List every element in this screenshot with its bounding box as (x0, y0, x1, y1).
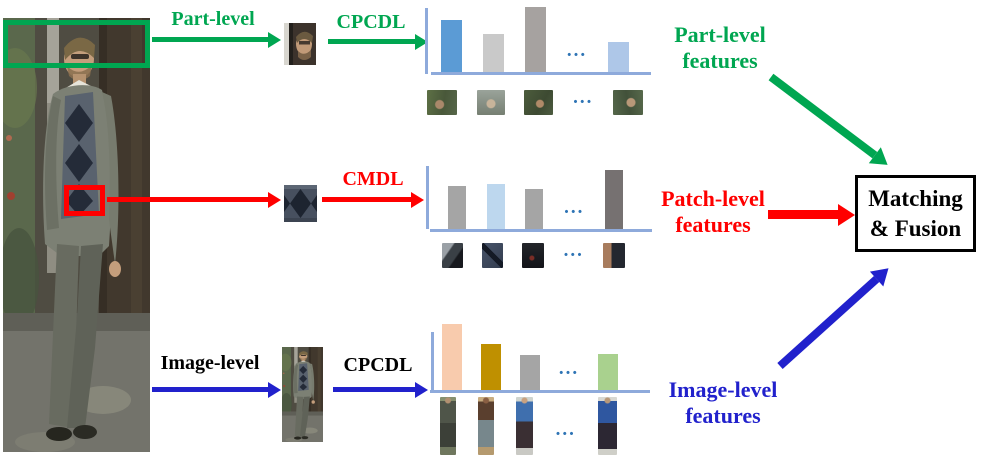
pedestrian-thumb-1 (440, 397, 456, 455)
cpcdl-label-image: CPCDL (343, 354, 413, 376)
patch-thumb-2 (482, 243, 504, 268)
head-thumb-n (613, 90, 643, 115)
image-level-arrow (152, 387, 268, 392)
part-dictionary-thumbnails: ... (427, 87, 643, 115)
ellipsis-dots: ... (566, 40, 588, 61)
image-level-histogram-bar-1 (442, 324, 462, 390)
patch-level-histogram-bar-2 (486, 183, 505, 229)
head-crop-image (284, 23, 316, 65)
patch-thumb-n (603, 243, 625, 268)
pedestrian-crop-image (282, 347, 323, 442)
patch-dictionary-thumbnails: ... (442, 240, 625, 268)
pedestrian-thumb-2 (478, 397, 495, 455)
part-chart-x-axis (431, 72, 651, 75)
head-thumb-3 (524, 90, 554, 115)
patch-chart-bars: ... (448, 168, 623, 229)
head-thumb-1 (427, 90, 457, 115)
part-features-arrow (768, 73, 878, 159)
part-level-arrow (152, 37, 268, 42)
image-level-histogram-bar-4 (598, 353, 618, 390)
image-features-label: Image-level features (668, 377, 778, 428)
patch-level-histogram-bar-4 (605, 169, 623, 229)
patch-chart-x-axis (430, 229, 652, 232)
image-dictionary-thumbnails: ... (440, 397, 617, 455)
patch-level-histogram-bar-3 (525, 188, 544, 229)
matching-fusion-box: Matching & Fusion (855, 175, 976, 252)
image-level-histogram-bar-2 (480, 343, 501, 390)
patch-thumb-1 (442, 243, 463, 268)
cpcdl-part-arrow (328, 39, 415, 44)
patch-chart-y-axis (426, 166, 429, 229)
ellipsis-dots: ... (564, 197, 585, 218)
cmdl-label: CMDL (342, 168, 404, 190)
patch-level-histogram-bar-1 (448, 186, 466, 229)
ellipsis-dots: ... (555, 419, 576, 440)
patch-features-label: Patch-level features (661, 186, 765, 237)
image-level-histogram-bar-3 (519, 355, 540, 390)
part-level-histogram-bar-2 (482, 33, 504, 72)
patch-features-arrow (768, 210, 838, 219)
head-thumb-2 (476, 90, 505, 115)
part-level-label: Part-level (171, 8, 255, 30)
pedestrian-photo (3, 18, 150, 452)
image-chart-y-axis (431, 332, 434, 390)
cpcdl-label-part: CPCDL (336, 11, 406, 33)
ellipsis-dots: ... (573, 87, 594, 108)
patch-crop-image (284, 185, 317, 222)
part-chart-y-axis (425, 8, 428, 74)
part-level-histogram-bar-4 (608, 42, 629, 72)
image-chart-x-axis (430, 390, 650, 393)
image-level-label: Image-level (160, 352, 260, 374)
cpcdl-image-arrow (333, 387, 415, 392)
part-features-label: Part-level features (674, 22, 766, 73)
pedestrian-thumb-3 (516, 397, 534, 455)
image-features-arrow (777, 276, 880, 369)
pedestrian-thumb-n (598, 397, 617, 455)
part-level-histogram-bar-3 (524, 6, 546, 72)
part-region-box (3, 20, 150, 68)
patch-thumb-3 (522, 243, 545, 268)
ellipsis-dots: ... (558, 358, 580, 379)
patch-arrow (107, 197, 268, 202)
part-level-histogram-bar-1 (441, 20, 462, 72)
part-chart-bars: ... (441, 4, 629, 72)
cmdl-arrow (322, 197, 411, 202)
image-chart-bars: ... (442, 322, 618, 390)
patch-region-box (64, 185, 105, 216)
ellipsis-dots: ... (563, 240, 584, 261)
